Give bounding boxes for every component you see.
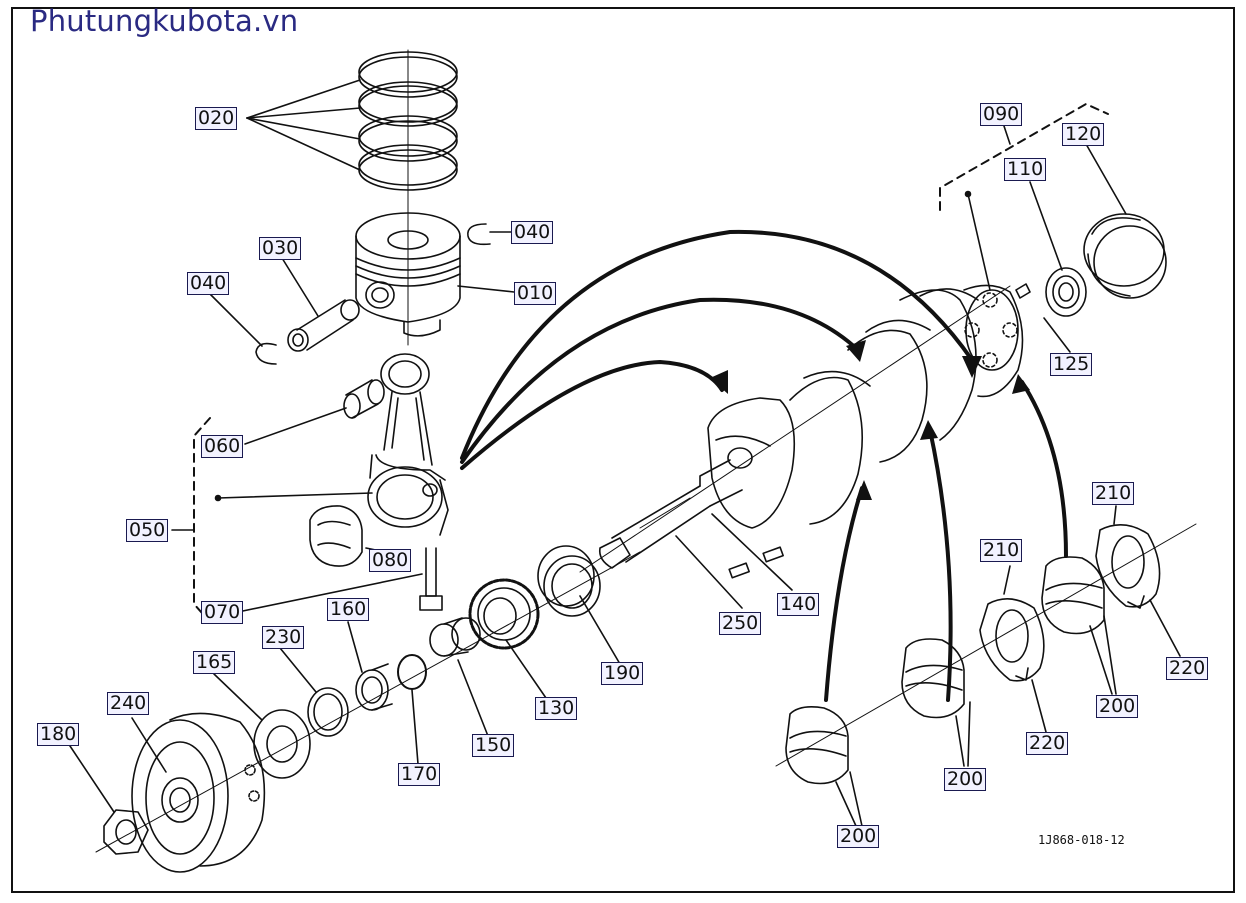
piston-pin [287,299,360,352]
callout-200-left: 200 [837,825,880,848]
callout-030: 030 [259,237,302,260]
watermark-text: Phutungkubota.vn [30,4,299,38]
oil-seal [307,687,349,737]
callout-230: 230 [262,626,305,649]
callout-210-right: 210 [1092,482,1135,505]
callout-190: 190 [601,662,644,685]
callout-150: 150 [472,734,515,757]
thrust-washer-2 [1095,524,1161,609]
thrust-washer-1 [979,598,1045,682]
callout-040-left: 040 [187,272,230,295]
main-bearing-1 [785,706,849,785]
callout-220-left: 220 [1026,732,1069,755]
piston-rings [358,49,458,346]
callout-120: 120 [1062,123,1105,146]
callout-200-middle: 200 [944,768,987,791]
collar [429,617,481,657]
pulley-nut [103,809,149,855]
crankshaft-pulley [131,712,266,873]
conrod-bolt [419,547,443,611]
callout-210-left: 210 [980,539,1023,562]
crankshaft-sleeve [1083,213,1167,299]
small-end-bushing [343,379,385,419]
callout-200-right: 200 [1096,695,1139,718]
callout-050: 050 [126,519,169,542]
callout-250: 250 [719,612,762,635]
callout-160: 160 [327,598,370,621]
drawing-border [11,7,1235,893]
crankshaft [579,283,1031,573]
ball-bearing [1045,267,1087,317]
callout-165: 165 [193,651,236,674]
connecting-rod [367,353,449,536]
callout-080: 080 [369,549,412,572]
callout-180: 180 [37,723,80,746]
piston [355,212,461,337]
callout-125: 125 [1050,353,1093,376]
collar-160 [355,663,393,711]
callout-020: 020 [195,107,238,130]
callout-090: 090 [980,103,1023,126]
callout-060: 060 [201,435,244,458]
callout-040-right: 040 [511,221,554,244]
assembly-arrows [460,229,1068,702]
crankpin-bearing [309,505,363,567]
callout-220-right: 220 [1166,657,1209,680]
callout-010: 010 [514,282,557,305]
drawing-number: 1J868-018-12 [1038,833,1125,847]
callout-110: 110 [1004,158,1047,181]
crankshaft-gear [468,578,540,650]
front-bearing [537,545,601,617]
callout-070: 070 [201,601,244,624]
main-bearing-2 [901,638,965,719]
callout-140: 140 [777,593,820,616]
callout-170: 170 [398,763,441,786]
callout-130: 130 [535,697,578,720]
callout-240: 240 [107,692,150,715]
